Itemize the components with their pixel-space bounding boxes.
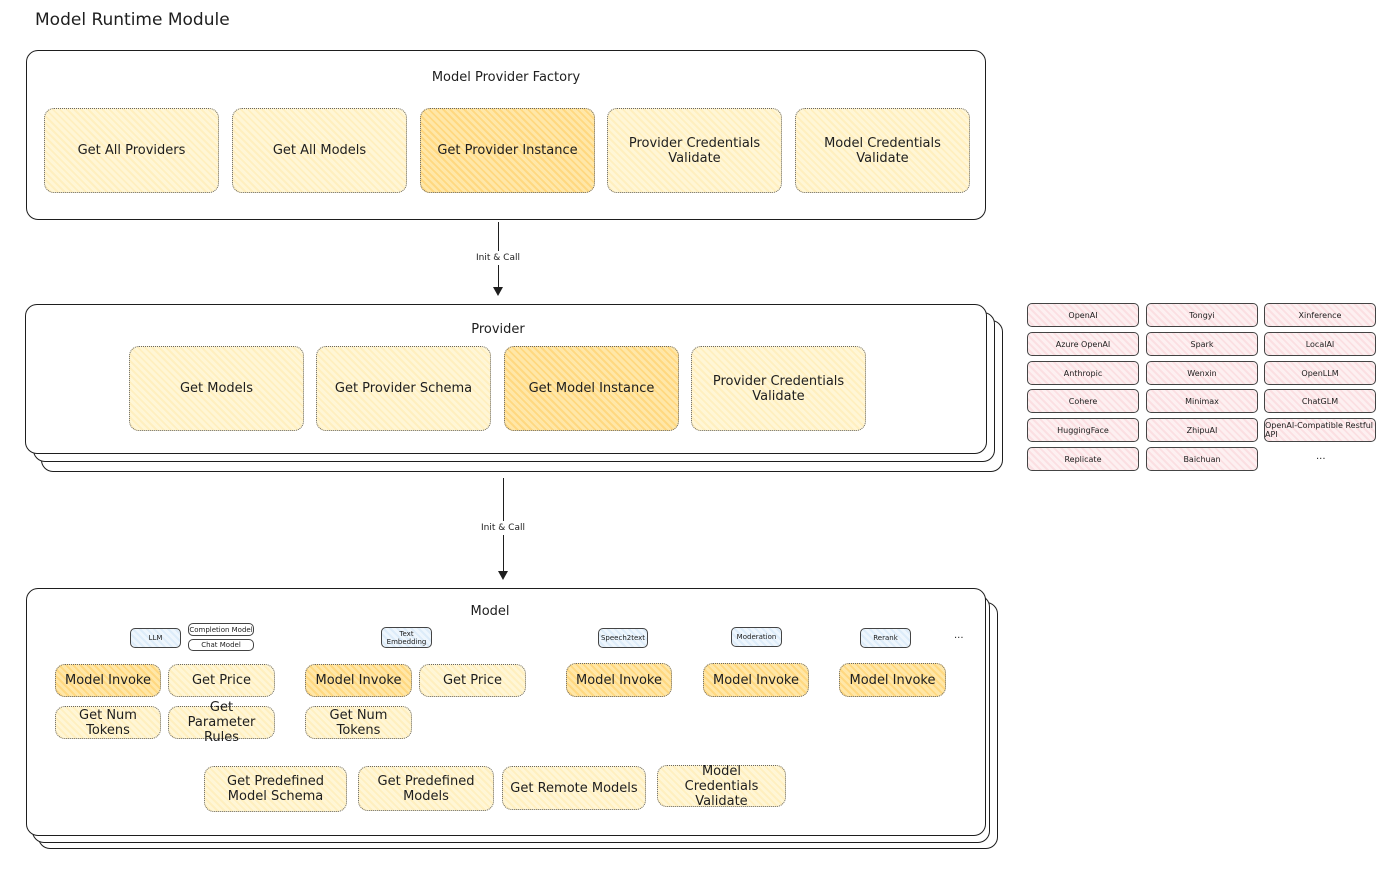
provider-chip: OpenAI-Compatible Restful API xyxy=(1264,418,1376,442)
factory-get-all-providers: Get All Providers xyxy=(44,108,219,193)
provider-chip: Azure OpenAI xyxy=(1027,332,1139,356)
embedding-get-price: Get Price xyxy=(419,664,526,697)
get-predefined-models: Get Predefined Models xyxy=(358,766,494,811)
llm-get-price: Get Price xyxy=(168,664,275,697)
tag-chat-model: Chat Model xyxy=(188,639,254,651)
tag-rerank: Rerank xyxy=(860,628,911,648)
get-predefined-model-schema: Get Predefined Model Schema xyxy=(204,766,347,812)
provider-chip: LocalAI xyxy=(1264,332,1376,356)
tag-more: ... xyxy=(954,630,964,641)
tag-moderation: Moderation xyxy=(731,627,782,647)
llm-get-parameter-rules: Get Parameter Rules xyxy=(168,700,275,745)
provider-chip: Wenxin xyxy=(1146,361,1258,385)
arrow-label: Init & Call xyxy=(474,251,522,265)
provider-title: Provider xyxy=(471,322,525,337)
provider-chip: OpenAI xyxy=(1027,303,1139,327)
provider-get-provider-schema: Get Provider Schema xyxy=(316,346,491,431)
provider-chip: OpenLLM xyxy=(1264,361,1376,385)
factory-title: Model Provider Factory xyxy=(431,70,581,85)
embedding-model-invoke: Model Invoke xyxy=(305,664,412,697)
provider-chip: Minimax xyxy=(1146,389,1258,413)
tag-speech2text: Speech2text xyxy=(598,628,648,648)
page-title: Model Runtime Module xyxy=(35,10,230,30)
provider-chip: ChatGLM xyxy=(1264,389,1376,413)
moderation-model-invoke: Model Invoke xyxy=(703,663,809,697)
llm-get-num-tokens: Get Num Tokens xyxy=(55,706,161,739)
provider-get-models: Get Models xyxy=(129,346,304,431)
provider-list-more: ... xyxy=(1316,451,1326,462)
provider-chip: Baichuan xyxy=(1146,447,1258,471)
provider-chip: HuggingFace xyxy=(1027,418,1139,442)
arrow-head-icon xyxy=(493,287,503,296)
provider-chip: Replicate xyxy=(1027,447,1139,471)
factory-get-provider-instance: Get Provider Instance xyxy=(420,108,595,193)
provider-get-model-instance: Get Model Instance xyxy=(504,346,679,431)
factory-get-all-models: Get All Models xyxy=(232,108,407,193)
provider-chip: Tongyi xyxy=(1146,303,1258,327)
model-title: Model xyxy=(470,604,510,619)
get-remote-models: Get Remote Models xyxy=(502,766,646,810)
provider-chip: Spark xyxy=(1146,332,1258,356)
llm-model-invoke: Model Invoke xyxy=(55,664,161,697)
tag-llm: LLM xyxy=(130,628,181,648)
rerank-model-invoke: Model Invoke xyxy=(839,663,946,697)
model-credentials-validate: Model Credentials Validate xyxy=(657,764,786,809)
factory-provider-credentials-validate: Provider Credentials Validate xyxy=(607,108,782,193)
provider-chip: Cohere xyxy=(1027,389,1139,413)
arrow-head-icon xyxy=(498,571,508,580)
arrow-label: Init & Call xyxy=(479,521,527,535)
speech2text-model-invoke: Model Invoke xyxy=(566,663,672,697)
provider-chip: ZhipuAI xyxy=(1146,418,1258,442)
provider-chip: Xinference xyxy=(1264,303,1376,327)
provider-chip: Anthropic xyxy=(1027,361,1139,385)
provider-credentials-validate: Provider Credentials Validate xyxy=(691,346,866,431)
factory-model-credentials-validate: Model Credentials Validate xyxy=(795,108,970,193)
embedding-get-num-tokens: Get Num Tokens xyxy=(305,706,412,739)
tag-completion-model: Completion Model xyxy=(188,623,254,636)
tag-text-embedding: Text Embedding xyxy=(381,627,432,648)
